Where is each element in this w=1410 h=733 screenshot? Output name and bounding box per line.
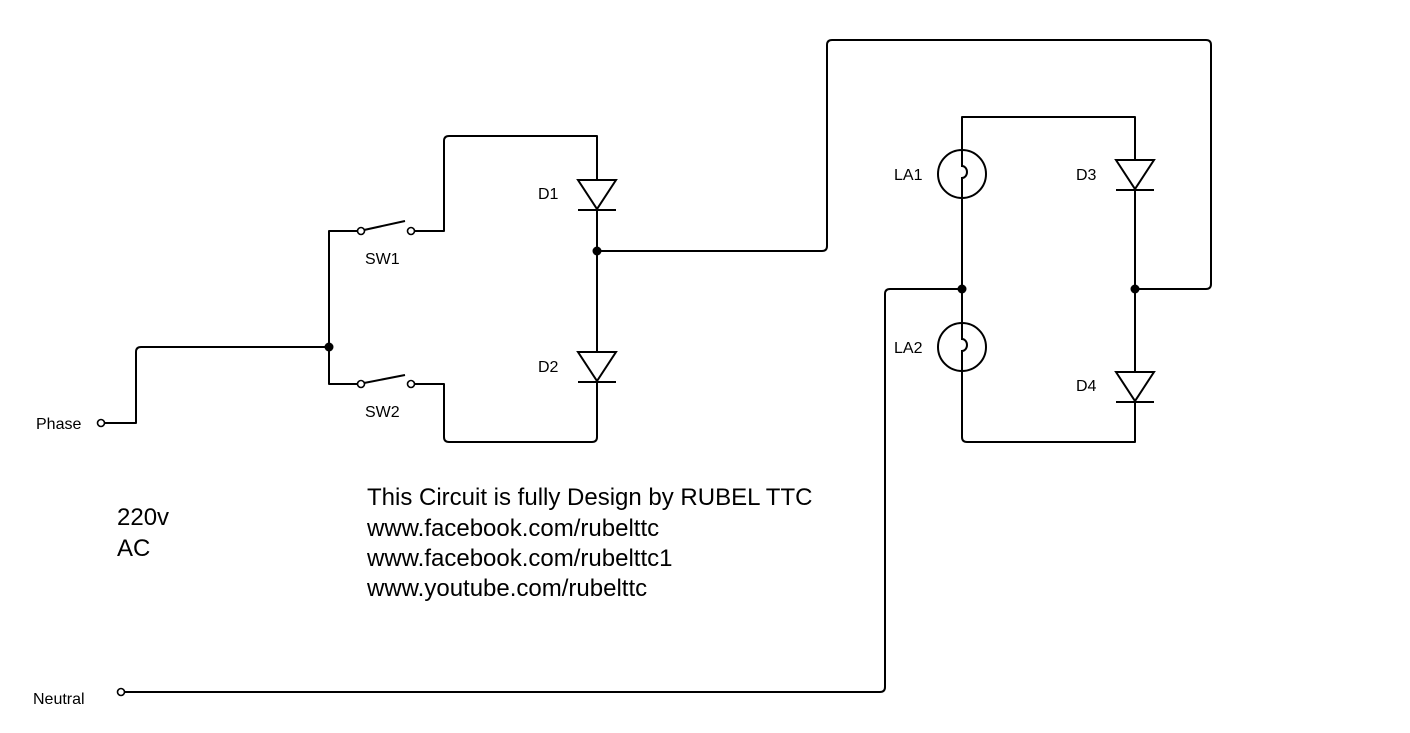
phase-label: Phase <box>36 416 81 433</box>
diode-d2 <box>576 351 618 383</box>
d3-label: D3 <box>1076 167 1097 184</box>
wire-node-to-bridge <box>596 39 1212 290</box>
neutral-label: Neutral <box>33 691 85 708</box>
credit-link-facebook: www.facebook.com/rubelttc <box>366 515 659 542</box>
credit-link-facebook-2: www.facebook.com/rubelttc1 <box>366 545 672 572</box>
diode-d3 <box>1114 159 1156 191</box>
credit-line: This Circuit is fully Design by RUBEL TT… <box>367 484 812 511</box>
wire-sw2-d2 <box>413 381 598 443</box>
supply-type-label: AC <box>117 535 150 562</box>
supply-voltage-label: 220v <box>117 504 169 531</box>
lamp-la2 <box>937 322 987 372</box>
junction-dot-d3-d4 <box>1130 284 1140 294</box>
junction-dot-la1-la2 <box>957 284 967 294</box>
sw2-label: SW2 <box>365 404 400 421</box>
d1-label: D1 <box>538 186 559 203</box>
wire-bridge-top <box>961 116 1136 161</box>
wire-junction-sw2 <box>328 346 359 385</box>
la1-label: LA1 <box>894 167 923 184</box>
wire-sw1-d1 <box>413 135 598 232</box>
switch-sw2 <box>356 374 416 389</box>
phase-terminal <box>96 418 106 428</box>
wire-junction-sw1 <box>328 230 359 348</box>
junction-dot-d1-d2 <box>592 246 602 256</box>
la2-label: LA2 <box>894 340 923 357</box>
d4-label: D4 <box>1076 378 1097 395</box>
sw1-label: SW1 <box>365 251 400 268</box>
credit-link-youtube: www.youtube.com/rubelttc <box>366 575 647 602</box>
wire-bridge-bottom <box>961 370 1136 443</box>
diode-d1 <box>576 179 618 211</box>
neutral-terminal <box>116 687 126 697</box>
wire-neutral <box>124 288 963 693</box>
switch-sw1 <box>356 220 416 236</box>
junction-dot-phase <box>324 342 334 352</box>
diode-d4 <box>1114 371 1156 403</box>
d2-label: D2 <box>538 359 559 376</box>
lamp-la1 <box>937 149 987 199</box>
wire-phase <box>104 346 330 424</box>
